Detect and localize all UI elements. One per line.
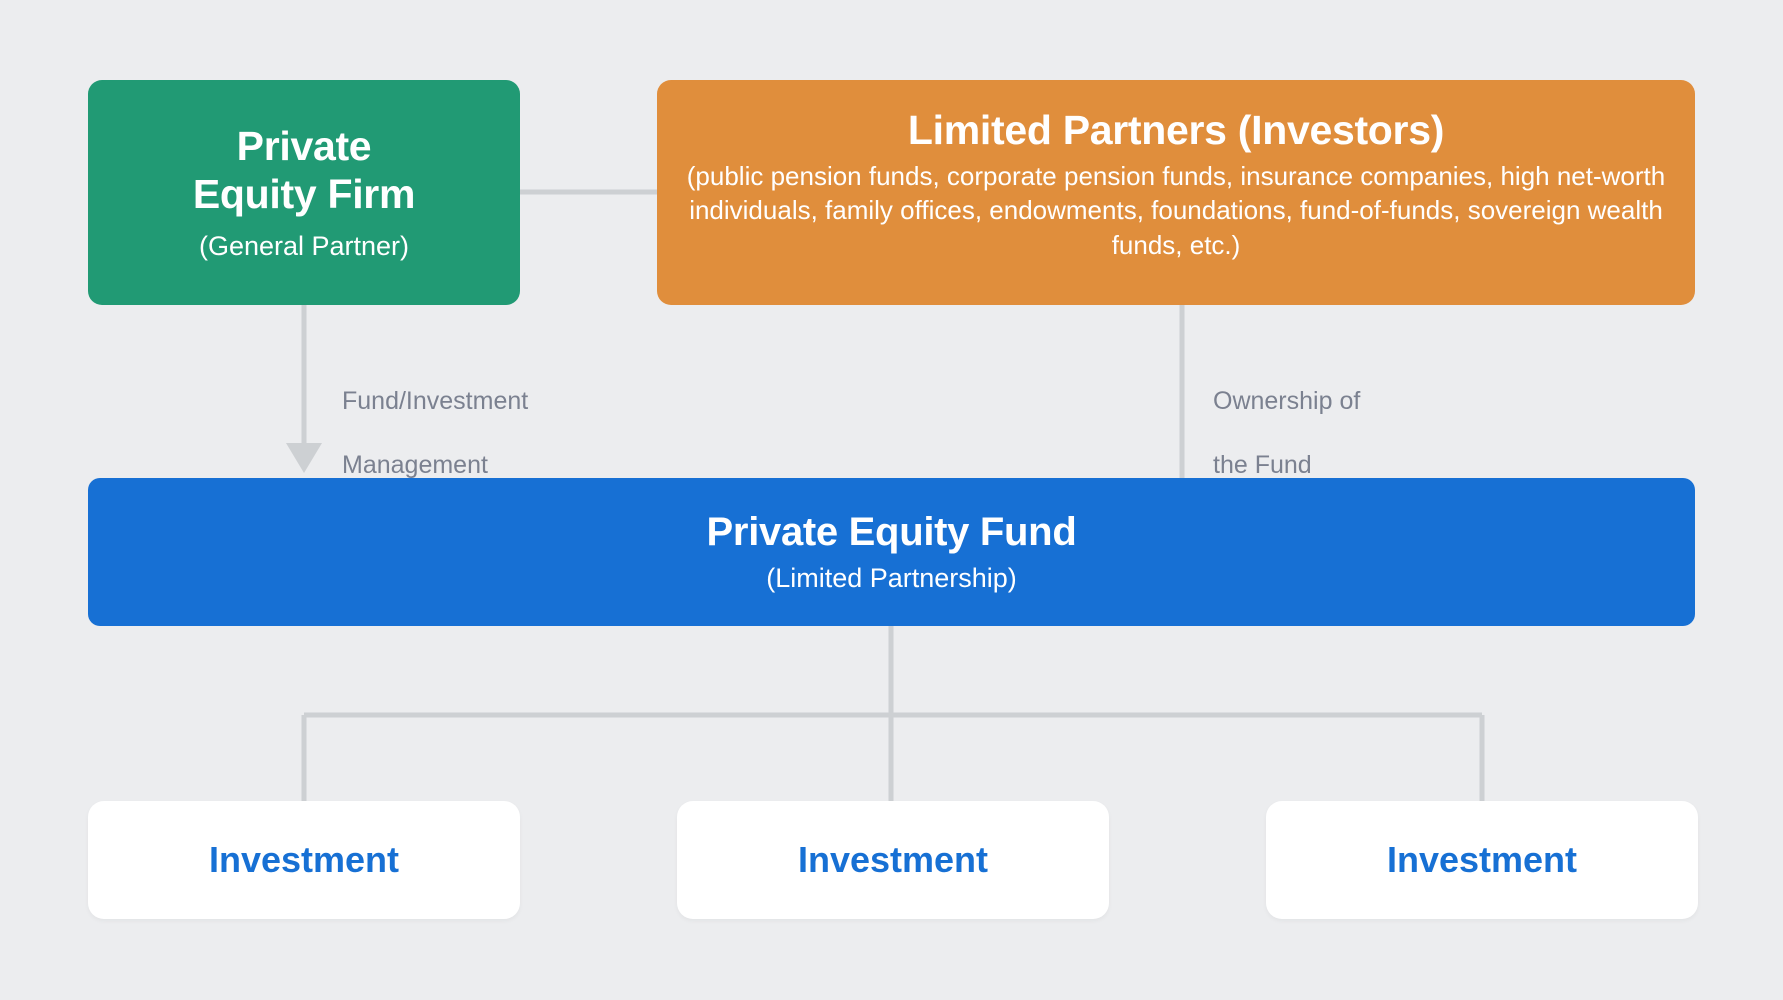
node-private-equity-firm-title: Private Equity Firm	[192, 123, 416, 219]
edge-label-ownership-of-the-fund-line1: Ownership of	[1213, 387, 1361, 415]
edge-label-ownership-of-the-fund-line2: the Fund	[1213, 451, 1312, 479]
edge-label-fund-investment-management-line1: Fund/Investment	[342, 387, 529, 415]
node-private-equity-fund[interactable]: Private Equity Fund (Limited Partnership…	[88, 478, 1695, 626]
card-investment-2[interactable]: Investment	[677, 801, 1109, 919]
edge-label-fund-investment-management: Fund/Investment Management	[342, 353, 528, 513]
edge-gp-to-fund-arrowhead	[286, 443, 322, 473]
edge-label-ownership-of-the-fund: Ownership of the Fund	[1213, 353, 1360, 513]
node-limited-partners-subtitle: (public pension funds, corporate pension…	[686, 161, 1666, 260]
node-private-equity-firm[interactable]: Private Equity Firm (General Partner)	[88, 80, 520, 305]
card-investment-2-label: Investment	[797, 839, 989, 880]
node-limited-partners[interactable]: Limited Partners (Investors) (public pen…	[657, 80, 1695, 305]
node-limited-partners-title: Limited Partners (Investors)	[907, 107, 1445, 153]
node-private-equity-fund-subtitle: (Limited Partnership)	[766, 563, 1017, 593]
node-private-equity-firm-title-line2: Equity Firm	[192, 171, 416, 217]
node-private-equity-firm-title-line1: Private	[236, 123, 372, 170]
card-investment-1[interactable]: Investment	[88, 801, 520, 919]
node-private-equity-fund-title: Private Equity Fund	[706, 510, 1077, 554]
edge-label-fund-investment-management-line2: Management	[342, 451, 488, 479]
node-private-equity-firm-subtitle: (General Partner)	[198, 230, 410, 261]
card-investment-3[interactable]: Investment	[1266, 801, 1698, 919]
card-investment-1-label: Investment	[208, 839, 400, 880]
card-investment-3-label: Investment	[1386, 839, 1578, 880]
